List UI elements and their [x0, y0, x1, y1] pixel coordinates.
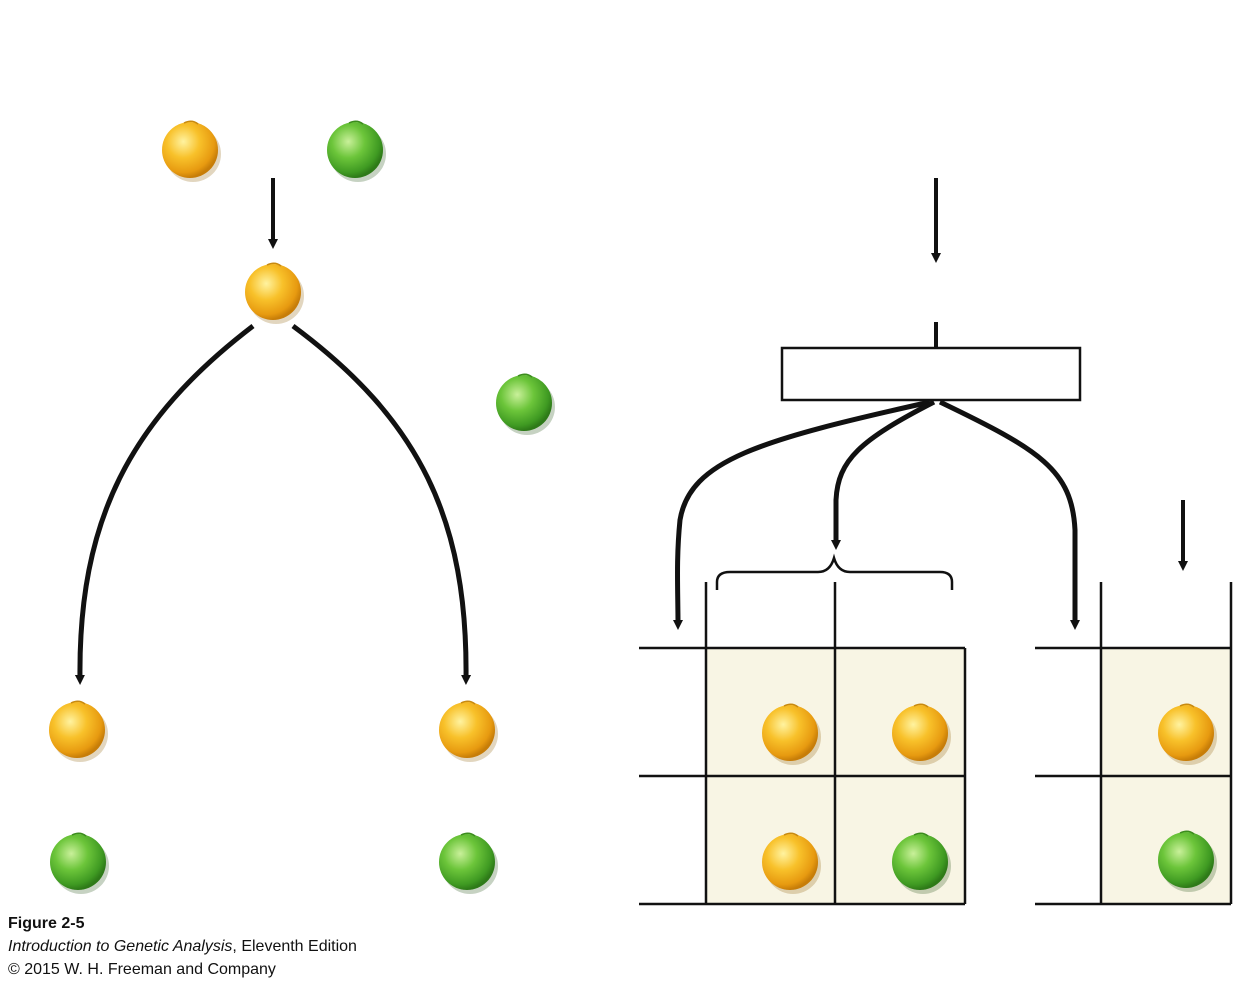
- punnett-square-2x2: [639, 582, 967, 906]
- yellow-pea-offspring-left: [49, 700, 108, 762]
- book-line: Introduction to Genetic Analysis, Eleven…: [8, 935, 357, 958]
- curly-brace: [715, 553, 954, 590]
- yellow-pea-cell-3: [762, 832, 821, 894]
- gamete-box: [780, 346, 1082, 402]
- yellow-pea-f1: [245, 262, 304, 324]
- punnett-square-1x2: [1035, 582, 1233, 906]
- yellow-pea-cell-1: [762, 703, 821, 765]
- yellow-pea-right-cell-1: [1158, 703, 1217, 765]
- branch-arrow-right: [938, 399, 1080, 630]
- branch-arrow-middle: [831, 399, 936, 550]
- figure-label: Figure 2-5: [8, 915, 85, 932]
- copyright: © 2015 W. H. Freeman and Company: [8, 961, 276, 978]
- yellow-pea-cell-2: [892, 703, 951, 765]
- parent-peas: [162, 120, 386, 182]
- yellow-pea-parent: [162, 120, 221, 182]
- figure-caption: Figure 2-5 Introduction to Genetic Analy…: [8, 912, 357, 981]
- green-pea-offspring-left: [50, 832, 109, 894]
- green-pea-cell-4: [892, 832, 951, 894]
- green-pea-parent: [327, 120, 386, 182]
- book-edition: , Eleventh Edition: [232, 938, 357, 955]
- green-pea-right-cell-2: [1158, 830, 1217, 892]
- book-title: Introduction to Genetic Analysis: [8, 938, 233, 955]
- green-pea-offspring-right: [439, 832, 498, 894]
- branch-arrow-left: [672, 399, 931, 630]
- left-offspring-peas: [49, 700, 498, 894]
- right-curve-arrow: [291, 323, 472, 685]
- yellow-pea-offspring-right: [439, 700, 498, 762]
- left-curve-arrow: [74, 324, 255, 685]
- green-pea-tester: [496, 373, 555, 435]
